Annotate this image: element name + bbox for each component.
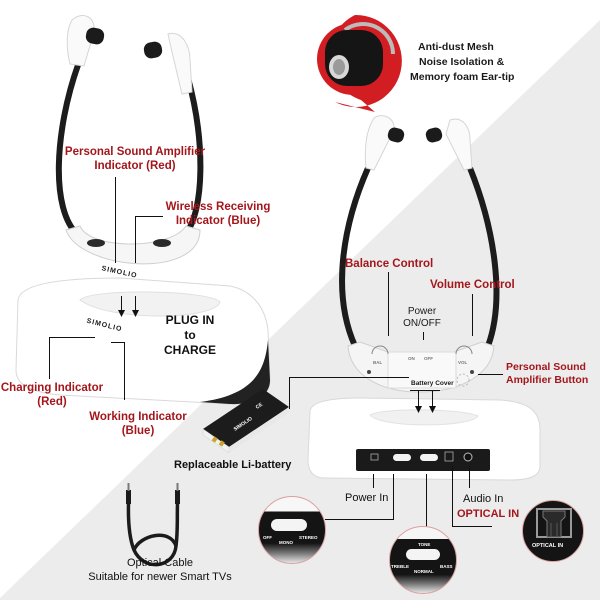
wireless-indicator-leader-h: [135, 216, 163, 217]
charging-indicator-label: Charging Indicator (Red): [0, 381, 104, 409]
audio-in-label: Audio In: [463, 493, 504, 505]
optical-leader-v: [452, 466, 453, 526]
mode-mono-label: MONO: [279, 540, 293, 545]
wireless-indicator-line2: Indicator (Blue): [175, 215, 261, 227]
battery-leader-v: [289, 377, 290, 409]
wireless-indicator-line1: Wireless Receiving: [165, 201, 271, 213]
tone-switch-leader-v: [426, 474, 427, 536]
plug-in-to-charge-label: PLUG IN to CHARGE: [155, 313, 225, 358]
volume-control-leader: [472, 294, 473, 336]
amplifier-button-line2: Amplifier Button: [506, 374, 589, 386]
right-arrow-line-1: [418, 390, 419, 408]
headset-bal-marking: BAL: [373, 360, 383, 365]
optical-port-label: OPTICAL IN: [532, 543, 564, 549]
tone-switch-slider: [406, 549, 440, 560]
volume-control-label: Volume Control: [430, 279, 515, 291]
optical-port-icon: [536, 508, 572, 538]
charging-indicator-leader-v: [49, 337, 50, 379]
battery-cover-label: Battery Cover: [411, 380, 454, 387]
svg-text:CE: CE: [255, 401, 265, 410]
mode-stereo-label: STEREO: [299, 535, 318, 540]
plug-in-line2: to: [184, 328, 196, 342]
optical-cable-label: Optical Cable Suitable for newer Smart T…: [70, 556, 250, 584]
working-indicator-leader-v: [124, 342, 125, 400]
wireless-indicator-label: Wireless Receiving Indicator (Blue): [163, 200, 273, 228]
battery-label: Replaceable Li-battery: [174, 459, 292, 471]
optical-leader-h: [452, 526, 492, 527]
right-arrow-line-top: [410, 390, 440, 391]
amplifier-button-line1: Personal Sound: [506, 361, 586, 373]
cable-line2: Suitable for newer Smart TVs: [88, 571, 232, 583]
power-in-label: Power In: [345, 492, 389, 504]
tone-switch-detail: TONE TREBLE NORMAL BASS: [389, 526, 457, 594]
tone-treble-label: TREBLE: [391, 564, 409, 569]
power-onoff-label: Power ON/OFF: [402, 306, 442, 330]
ear-tip-callout-bubble: [317, 14, 402, 112]
balance-control-label: Balance Control: [345, 258, 434, 270]
arrow-down-icon: [118, 310, 139, 317]
callout-line3: Memory foam Ear-tip: [410, 71, 515, 83]
callout-line2: Noise Isolation &: [419, 56, 505, 68]
power-onoff-leader: [423, 332, 424, 340]
tone-bass-label: BASS: [440, 564, 453, 569]
amplifier-indicator-label: Personal Sound Amplifier Indicator (Red): [60, 145, 210, 173]
optical-cable-illustration: [126, 483, 180, 567]
mode-switch-detail: OFF MONO STEREO: [258, 496, 326, 564]
charging-indicator-line1: Charging Indicator: [0, 382, 104, 394]
arrow-down-icon-right: [415, 406, 436, 413]
headset-on-marking: ON: [408, 356, 415, 361]
amplifier-button-leader: [478, 374, 503, 375]
optical-port-detail: OPTICAL IN: [522, 500, 584, 562]
amplifier-indicator-line2: Indicator (Red): [94, 160, 176, 172]
tone-normal-label: NORMAL: [414, 569, 434, 574]
working-indicator-label: Working Indicator (Blue): [88, 410, 188, 438]
battery-illustration: SIMOLIO CE: [202, 389, 289, 454]
callout-line1: Anti-dust Mesh: [418, 41, 494, 53]
right-arrow-line-2: [432, 390, 433, 408]
plug-in-line3: CHARGE: [163, 343, 216, 357]
arrow-line-1: [121, 296, 122, 312]
power-line2: ON/OFF: [403, 318, 441, 329]
amplifier-button-label: Personal Sound Amplifier Button: [506, 361, 588, 387]
mode-off-label: OFF: [263, 535, 272, 540]
headset-vol-marking: VOL: [458, 360, 468, 365]
arrow-line-2: [135, 296, 136, 312]
working-indicator-leader-h: [111, 342, 125, 343]
power-line1: Power: [407, 306, 437, 317]
working-indicator-line2: (Blue): [121, 425, 155, 437]
cable-line1: Optical Cable: [126, 557, 194, 569]
amplifier-indicator-leader: [115, 177, 116, 263]
working-indicator-line1: Working Indicator: [89, 411, 187, 423]
tone-title-label: TONE: [418, 542, 431, 547]
battery-leader-h: [289, 377, 409, 378]
charging-indicator-leader-h: [49, 337, 95, 338]
charging-indicator-line2: (Red): [37, 396, 67, 408]
mode-switch-leader-v: [393, 474, 394, 519]
wireless-indicator-leader-v: [135, 216, 136, 263]
power-in-leader: [373, 474, 374, 488]
mode-switch-leader-h: [325, 519, 394, 520]
optical-in-label: OPTICAL IN: [457, 508, 520, 520]
plug-in-line1: PLUG IN: [165, 313, 215, 327]
audio-in-leader: [469, 466, 470, 488]
amplifier-indicator-line1: Personal Sound Amplifier: [64, 146, 206, 158]
headset-off-marking: OFF: [424, 356, 433, 361]
balance-control-leader: [388, 272, 389, 336]
mode-switch-slider: [271, 519, 307, 531]
ear-tip-callout-text: Anti-dust Mesh Noise Isolation & Memory …: [410, 40, 530, 85]
